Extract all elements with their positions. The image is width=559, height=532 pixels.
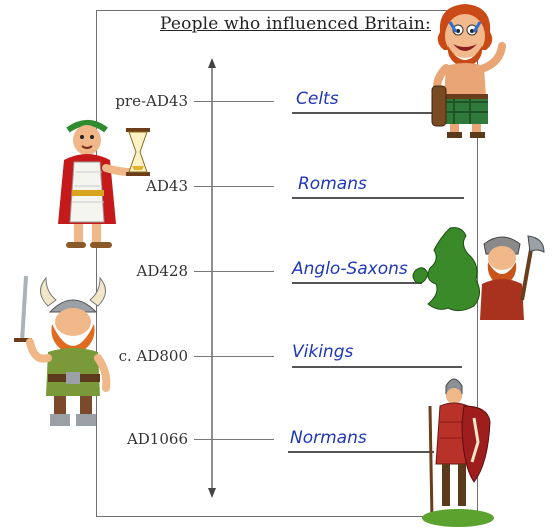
leader-line (194, 186, 274, 187)
worksheet-title: People who influenced Britain: (160, 14, 431, 34)
leader-line (194, 356, 274, 357)
date-label: c. AD800 (118, 347, 188, 365)
group-label: Celts (296, 89, 339, 109)
leader-line (194, 271, 274, 272)
group-label: Anglo-Saxons (292, 259, 408, 279)
date-label: AD43 (146, 177, 188, 195)
answer-line (292, 197, 464, 199)
answer-line (292, 282, 422, 284)
viking-warrior-icon (14, 275, 111, 426)
group-label: Normans (290, 428, 367, 448)
leader-line (194, 101, 274, 102)
worksheet-frame (96, 10, 478, 517)
group-label: Romans (298, 174, 367, 194)
answer-line (288, 451, 434, 453)
group-label: Vikings (292, 342, 354, 362)
anglo-saxon-map-icon (412, 227, 545, 320)
answer-line (292, 366, 462, 368)
date-label: pre-AD43 (115, 92, 188, 110)
norman-knight-icon (422, 378, 494, 527)
date-label: AD1066 (126, 430, 188, 448)
leader-line (194, 439, 274, 440)
roman-emperor-icon (58, 120, 150, 248)
celt-warrior-icon (431, 4, 506, 138)
answer-line (292, 112, 442, 114)
date-label: AD428 (136, 262, 189, 280)
